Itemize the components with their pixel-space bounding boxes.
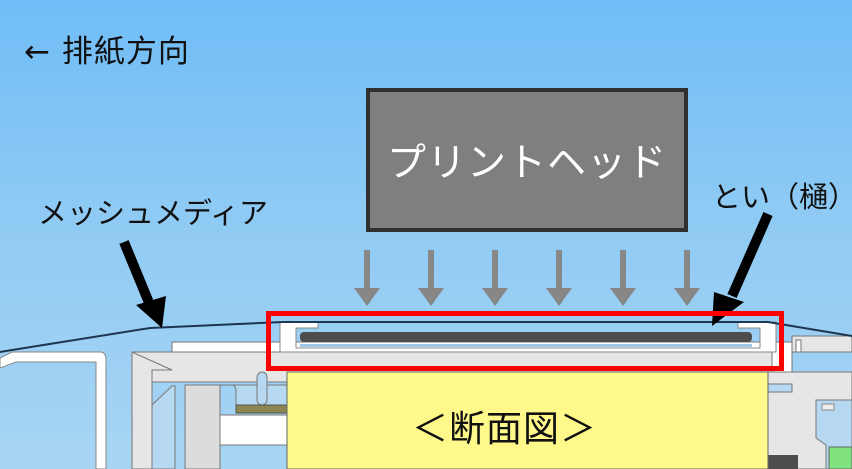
mesh-callout-arrow xyxy=(119,240,166,328)
paper-eject-direction-label: ← 排紙方向 xyxy=(24,34,190,70)
print-head: プリントヘッド xyxy=(366,88,688,232)
gutter-label: とい（樋） xyxy=(712,180,852,214)
gutter-callout-arrow xyxy=(712,211,773,326)
cross-section-label: ＜断面図＞ xyxy=(412,409,598,450)
platen xyxy=(286,371,769,469)
gutter-highlight-box xyxy=(266,311,784,371)
mesh-media-label: メッシュメディア xyxy=(38,196,268,230)
print-head-label: プリントヘッド xyxy=(386,141,667,186)
left-guide xyxy=(0,351,107,469)
gutter xyxy=(279,321,777,353)
ink-arrows xyxy=(354,250,700,306)
